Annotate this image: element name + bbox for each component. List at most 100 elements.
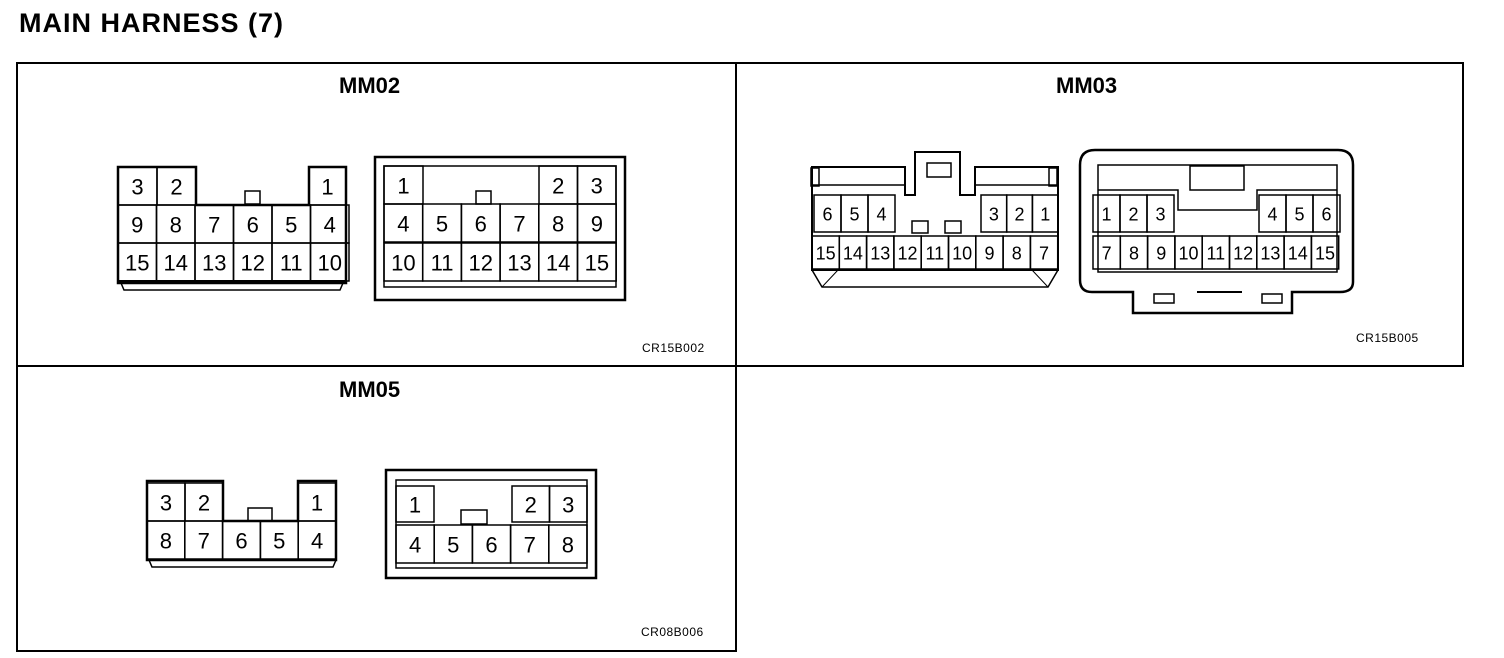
mm02-female-pin-2: 2 [552, 174, 564, 199]
mm02-male-pin-9: 9 [131, 213, 143, 238]
mm03-male-pin-5: 5 [849, 205, 859, 225]
mm02-male-pin-1: 1 [321, 175, 333, 200]
mm02-male-pin-4: 4 [324, 213, 336, 238]
mm03-male-key-right [944, 220, 962, 234]
mm03-male-pin-1: 1 [1040, 205, 1050, 225]
mm03-female-pin-1: 1 [1101, 205, 1111, 225]
mm03-male-pin-15: 15 [816, 244, 836, 264]
mm03-female-key-left [1153, 293, 1175, 304]
mm03-male-latch [926, 162, 952, 178]
mm05-female-housing [384, 468, 598, 580]
mm02-female-pin-9: 9 [591, 212, 603, 237]
mm03-male-cell [867, 194, 896, 233]
mm03-male-pin-3: 3 [989, 205, 999, 225]
mm03-female-latch [1189, 165, 1245, 191]
mm03-female-pin-10: 10 [1179, 244, 1199, 264]
mm05-male-lock-tab [247, 507, 273, 522]
mm05-female-cell [395, 485, 435, 523]
mm02-male-pin-2: 2 [170, 175, 182, 200]
mm03-male-pin-13: 13 [870, 244, 890, 264]
mm02-female-pin-7: 7 [513, 212, 525, 237]
mm02-female-pin-8: 8 [552, 212, 564, 237]
mm03-male-pin-9: 9 [984, 244, 994, 264]
mm05-male-pin-8: 8 [160, 529, 172, 554]
mm03-male-pin-6: 6 [822, 205, 832, 225]
mm03-female-pin-11: 11 [1207, 244, 1226, 264]
mm02-male-pin-6: 6 [247, 213, 259, 238]
mm03-figure-code: CR15B005 [1356, 331, 1419, 345]
mm05-figure-code: CR08B006 [641, 625, 704, 639]
mm02-male-pin-11: 11 [280, 251, 303, 276]
mm02-female-pin-6: 6 [475, 212, 487, 237]
mm03-female-pin-9: 9 [1156, 244, 1166, 264]
mm03-male-pin-7: 7 [1039, 244, 1049, 264]
mm02-female-pin-1: 1 [397, 174, 409, 199]
mm03-male-side-clip-left [810, 167, 820, 187]
mm05-female-pin-8: 8 [562, 533, 574, 558]
mm03-female-key-right [1261, 293, 1283, 304]
mm02-female-pin-3: 3 [591, 174, 603, 199]
mm03-title: MM03 [1056, 73, 1118, 98]
mm05-female-inner [395, 479, 588, 569]
mm05-female-lock-tab [460, 509, 488, 525]
mm05-male-pin-4: 4 [311, 529, 323, 554]
mm05-female-pin-7: 7 [524, 533, 536, 558]
mm03-female-pin-8: 8 [1129, 244, 1139, 264]
mm03-female-cell [1312, 194, 1341, 233]
mm02-female-pin-5: 5 [436, 212, 448, 237]
mm03-female-pin-2: 2 [1128, 205, 1138, 225]
mm05-female-pin-6: 6 [485, 533, 497, 558]
mm02-female-cell [576, 242, 617, 282]
mm03-male-pin-4: 4 [876, 205, 886, 225]
mm03-female-pin-13: 13 [1260, 244, 1280, 264]
mm05-female-pin-5: 5 [447, 533, 459, 558]
mm03-male-side-clip-right [1048, 167, 1058, 187]
mm03-female-pin-5: 5 [1294, 205, 1304, 225]
mm03-female-pin-3: 3 [1155, 205, 1165, 225]
mm02-female-pin-14: 14 [546, 251, 570, 276]
mm02-female-pin-4: 4 [397, 212, 409, 237]
mm05-male-foot [148, 559, 337, 568]
mm05-female-pin-2: 2 [525, 493, 537, 518]
mm05-male-pin-7: 7 [198, 529, 210, 554]
page-title: MAIN HARNESS (7) [19, 8, 285, 38]
mm02-male-outline [116, 165, 348, 285]
mm05-female-cell [548, 524, 588, 564]
mm03-male-key-left [911, 220, 929, 234]
mm05-male-pin-3: 3 [160, 491, 172, 516]
mm02-male-pin-7: 7 [208, 213, 220, 238]
mm03-female-pin-4: 4 [1267, 205, 1277, 225]
mm02-female-pin-11: 11 [431, 251, 454, 276]
mm03-female-pin-14: 14 [1288, 244, 1308, 264]
mm05-female-pin-4: 4 [409, 533, 421, 558]
mm05-female-pin-3: 3 [562, 493, 574, 518]
mm02-male-foot [120, 282, 344, 291]
mm03-male-foot-edge [821, 269, 1049, 288]
mm05-female-pin-1: 1 [409, 493, 421, 518]
panel-mm05 [16, 365, 737, 652]
mm02-male-pin-12: 12 [241, 251, 265, 276]
mm03-male-pin-12: 12 [898, 244, 918, 264]
mm03-male-pin-11: 11 [926, 244, 945, 264]
panel-mm03 [735, 62, 1464, 367]
mm02-male-pin-13: 13 [202, 251, 226, 276]
mm03-male-cell [1029, 235, 1059, 270]
mm03-female-pin-7: 7 [1102, 244, 1112, 264]
mm02-male-pin-15: 15 [125, 251, 149, 276]
mm02-male-pin-14: 14 [164, 251, 188, 276]
mm03-female-cell [1146, 194, 1175, 233]
mm02-female-lock-tab [475, 190, 492, 205]
mm05-female-cell [548, 485, 588, 523]
mm02-male-pin-8: 8 [170, 213, 182, 238]
mm03-female-pin-15: 15 [1315, 244, 1335, 264]
mm03-female-cell [1310, 235, 1340, 270]
mm03-male-cell [1031, 194, 1059, 233]
mm03-male-pin-14: 14 [843, 244, 863, 264]
mm05-male-cell [297, 520, 337, 560]
mm02-title: MM02 [339, 73, 401, 98]
mm02-female-pin-13: 13 [507, 251, 531, 276]
mm02-female-housing [373, 155, 627, 302]
mm05-male-pin-2: 2 [198, 491, 210, 516]
mm03-female-housing [1078, 148, 1355, 315]
